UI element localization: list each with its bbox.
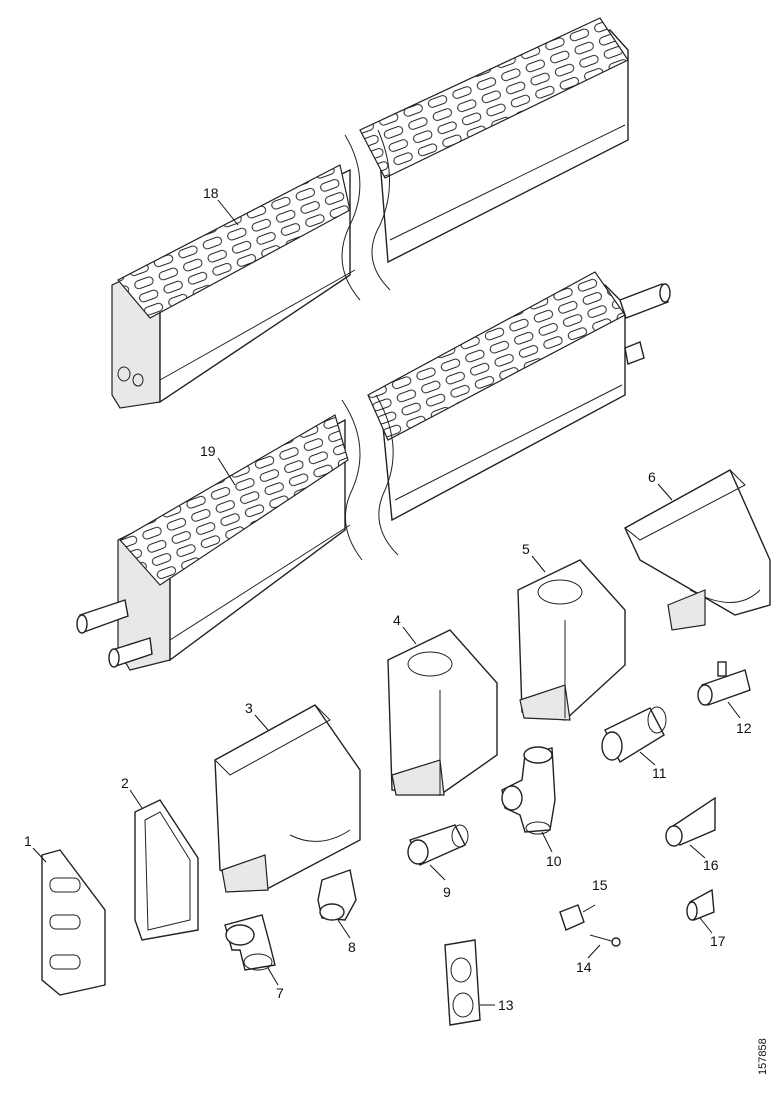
callout-9: 9: [443, 884, 451, 900]
leader-lines: [32, 199, 741, 1006]
callout-19: 19: [200, 443, 216, 459]
callout-18: 18: [203, 185, 219, 201]
end-cover-3: [214, 704, 361, 893]
pipe-16: [665, 796, 716, 847]
heater-unit-19: [76, 271, 671, 671]
flange-plate-13: [444, 939, 481, 1026]
coupling-9: [407, 824, 469, 866]
end-bracket-5: [517, 559, 626, 721]
callout-17: 17: [710, 933, 726, 949]
callout-15: 15: [592, 877, 608, 893]
elbow-8: [317, 869, 357, 921]
elbow-7: [224, 914, 276, 971]
callout-14: 14: [576, 959, 592, 975]
callout-6: 6: [648, 469, 656, 485]
tee-fitting-10: [501, 746, 556, 835]
gasket-frame-2: [134, 799, 199, 941]
bush-11: [601, 706, 667, 764]
valve-12: [697, 661, 751, 706]
callout-1: 1: [24, 833, 32, 849]
end-cover-6: [624, 469, 771, 631]
callout-7: 7: [276, 985, 284, 1001]
callout-12: 12: [736, 720, 752, 736]
end-plate-1: [41, 849, 106, 996]
clip-15: [559, 904, 585, 931]
pipe-17: [686, 888, 715, 921]
callout-3: 3: [245, 700, 253, 716]
reference-number: 157858: [757, 1038, 769, 1075]
callout-8: 8: [348, 939, 356, 955]
callout-11: 11: [652, 765, 667, 781]
callout-4: 4: [393, 612, 401, 628]
callout-numbers: 18 19 6 5 4 3 2 1 7 8 9 10 11 12 13 14 1…: [24, 185, 769, 1075]
callout-2: 2: [121, 775, 129, 791]
end-bracket-4: [387, 629, 498, 796]
callout-5: 5: [522, 541, 530, 557]
callout-10: 10: [546, 853, 562, 869]
callout-16: 16: [703, 857, 719, 873]
heater-unit-18: [111, 17, 629, 409]
callout-13: 13: [498, 997, 514, 1013]
screw-14: [589, 934, 621, 947]
